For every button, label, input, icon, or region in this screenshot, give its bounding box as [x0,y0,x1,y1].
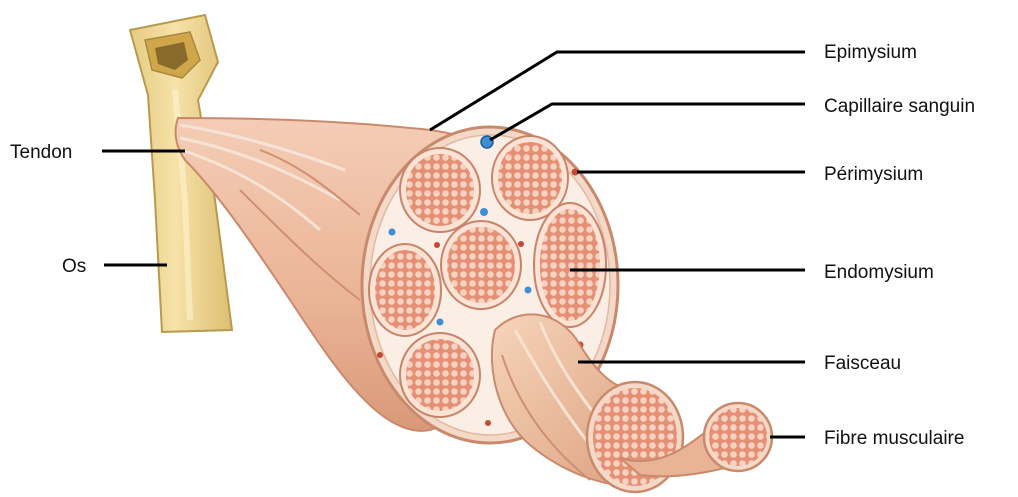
label-tendon: Tendon [10,142,72,163]
leader-capillaire [490,104,805,140]
label-epimysium: Epimysium [824,42,917,63]
label-endomysium: Endomysium [824,262,934,283]
leader-epimysium [430,52,805,130]
label-os: Os [62,256,86,277]
label-fibre-musculaire: Fibre musculaire [824,428,964,449]
label-perimysium: Périmysium [824,164,923,185]
label-faisceau: Faisceau [824,353,901,374]
label-capillaire-sanguin: Capillaire sanguin [824,96,975,117]
